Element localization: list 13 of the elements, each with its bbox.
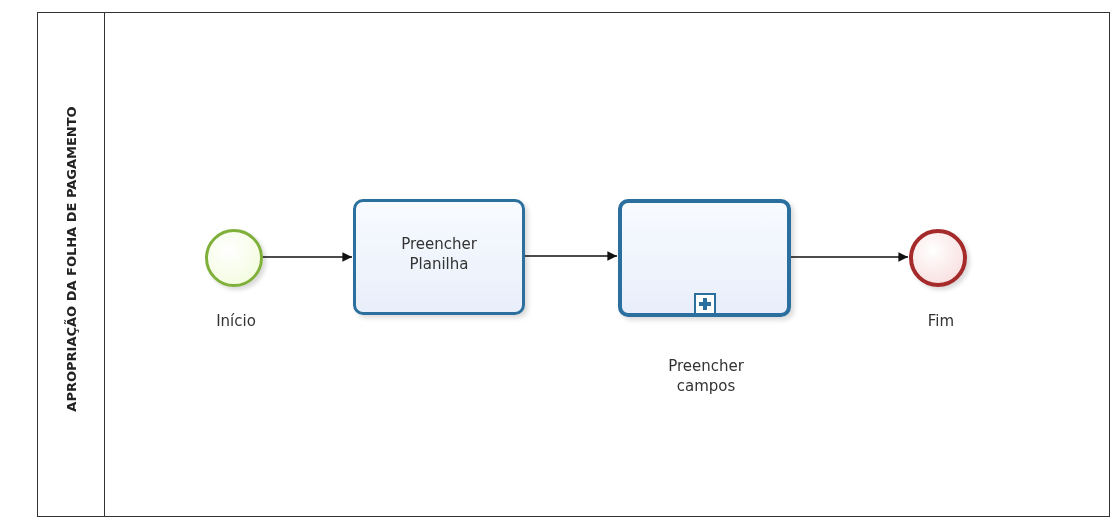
event-label: Fim: [926, 311, 956, 331]
start-event: [205, 229, 263, 287]
event-label: Início: [215, 311, 257, 331]
task-box: [353, 199, 525, 315]
sequence-flow-arrow: [523, 251, 618, 261]
sequence-flow-arrow: [261, 252, 353, 262]
pool: [37, 12, 1110, 517]
task-label: Preencher Planilha: [400, 234, 478, 274]
event-label: Preencher campos: [667, 356, 745, 396]
sequence-flow-arrow: [789, 252, 909, 262]
end-event: [909, 229, 967, 287]
pool-title: APROPRIAÇÃO DA FOLHA DE PAGAMENTO: [62, 105, 80, 414]
subprocess-box: [618, 199, 791, 317]
